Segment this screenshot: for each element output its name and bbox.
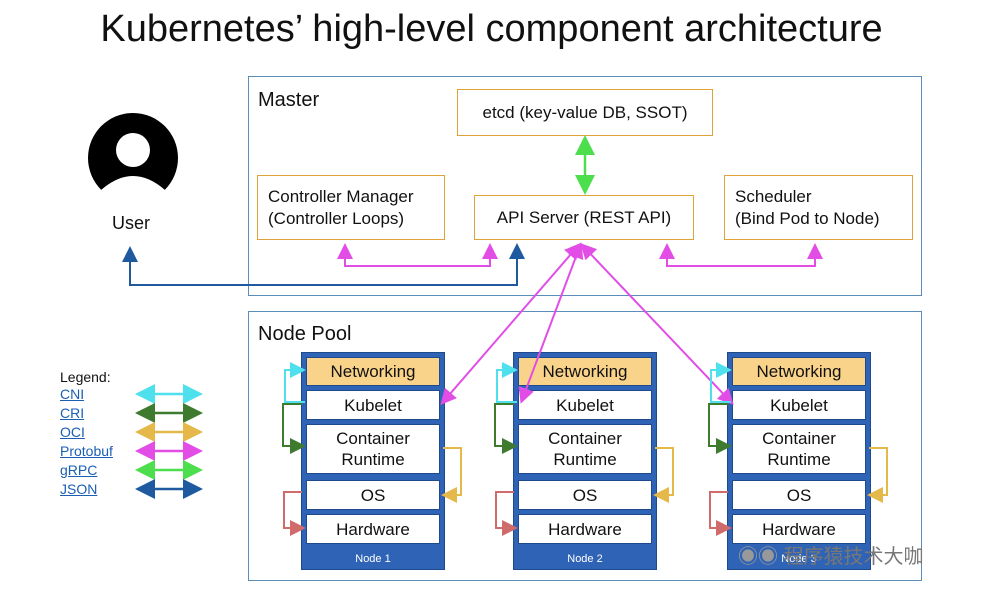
os-cell: OS: [732, 480, 866, 510]
networking-cell: Networking: [518, 357, 652, 386]
legend-title: Legend:: [60, 369, 111, 385]
scheduler-line1: Scheduler: [735, 186, 812, 206]
networking-cell: Networking: [732, 357, 866, 386]
controller-manager-box: Controller Manager (Controller Loops): [257, 175, 445, 240]
legend-json-label[interactable]: JSON: [60, 481, 98, 497]
legend-grpc-label[interactable]: gRPC: [60, 462, 98, 478]
os-cell: OS: [518, 480, 652, 510]
scheduler-line2: (Bind Pod to Node): [735, 208, 880, 228]
master-label: Master: [258, 89, 320, 111]
scheduler-box: Scheduler (Bind Pod to Node): [724, 175, 913, 240]
legend-protobuf-label[interactable]: Protobuf: [60, 443, 113, 459]
hardware-cell: Hardware: [732, 514, 866, 544]
hardware-cell: Hardware: [518, 514, 652, 544]
controller-manager-line1: Controller Manager: [268, 186, 414, 206]
etcd-box: etcd (key-value DB, SSOT): [457, 89, 713, 136]
node-1: Networking Kubelet Container Runtime OS …: [301, 352, 445, 570]
container-runtime-line1: Container: [336, 429, 410, 448]
container-runtime-line2: Runtime: [341, 450, 405, 469]
user-label: User: [112, 213, 151, 233]
api-server-box: API Server (REST API): [474, 195, 694, 240]
wechat-icon: ◉◉: [738, 546, 778, 568]
node-2: Networking Kubelet Container Runtime OS …: [513, 352, 657, 570]
kubelet-cell: Kubelet: [732, 390, 866, 420]
legend-cri-label[interactable]: CRI: [60, 405, 85, 421]
legend-oci-label[interactable]: OCI: [60, 424, 85, 440]
container-runtime-line2: Runtime: [553, 450, 617, 469]
legend-cni-label[interactable]: CNI: [60, 386, 85, 402]
container-runtime-cell: Container Runtime: [306, 424, 440, 474]
os-cell: OS: [306, 480, 440, 510]
container-runtime-line1: Container: [762, 429, 836, 448]
node-3: Networking Kubelet Container Runtime OS …: [727, 352, 871, 570]
container-runtime-cell: Container Runtime: [518, 424, 652, 474]
kubelet-cell: Kubelet: [518, 390, 652, 420]
node-name: Node 2: [567, 553, 603, 565]
container-runtime-line1: Container: [548, 429, 622, 448]
api-server-label: API Server (REST API): [496, 207, 672, 227]
container-runtime-line2: Runtime: [767, 450, 831, 469]
watermark: ◉◉ 程序猿技术大咖: [738, 540, 924, 569]
diagram-title: Kubernetes’ high-level component archite…: [100, 8, 883, 50]
node-pool-label: Node Pool: [258, 323, 352, 345]
kubelet-cell: Kubelet: [306, 390, 440, 420]
hardware-cell: Hardware: [306, 514, 440, 544]
node-name: Node 1: [355, 553, 391, 565]
node-name: Node 3: [781, 553, 817, 565]
container-runtime-cell: Container Runtime: [732, 424, 866, 474]
etcd-label: etcd (key-value DB, SSOT): [482, 102, 688, 122]
networking-cell: Networking: [306, 357, 440, 386]
watermark-text: 程序猿技术大咖: [783, 546, 924, 568]
controller-manager-line2: (Controller Loops): [268, 208, 405, 228]
legend-arrows: [135, 384, 203, 499]
